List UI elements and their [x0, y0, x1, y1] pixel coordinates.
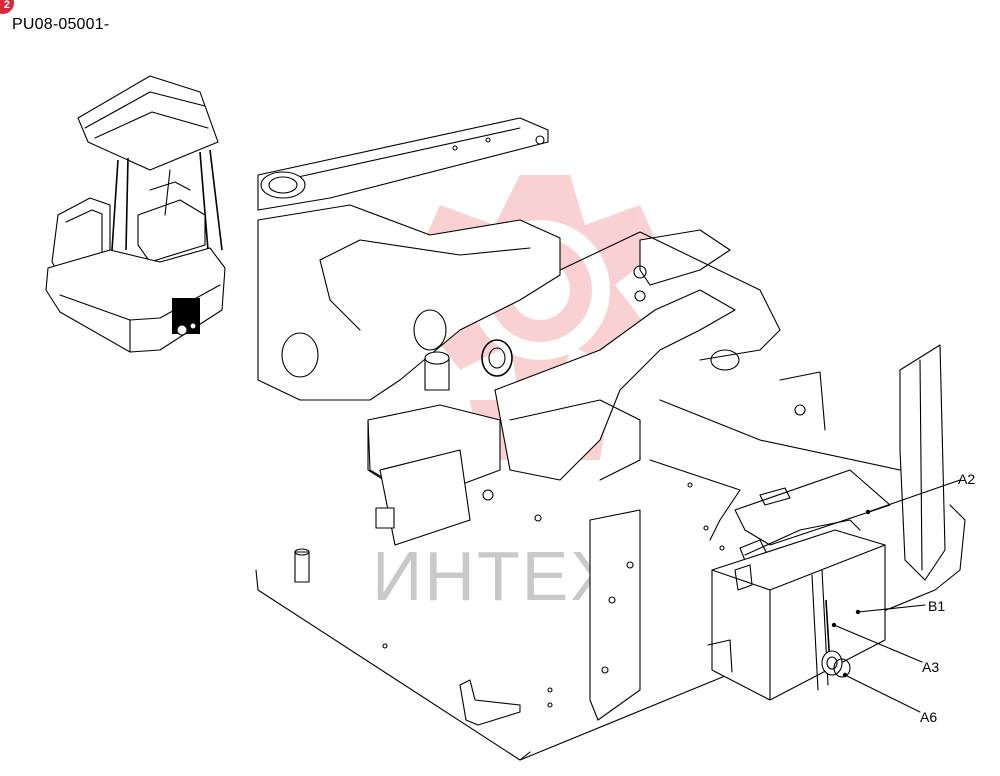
watermark-text: ИНТЕХ	[372, 537, 619, 615]
callout-leaders	[831, 479, 961, 713]
callout-a3: A3	[922, 659, 939, 675]
frame-drawing	[255, 117, 966, 761]
excavator-inset	[45, 75, 226, 353]
callout-b1: B1	[928, 598, 945, 614]
page-badge: 2	[0, 0, 14, 14]
document-code: PU08-05001-	[12, 16, 110, 33]
callout-a6: A6	[920, 709, 937, 725]
callout-a2: A2	[958, 471, 975, 487]
